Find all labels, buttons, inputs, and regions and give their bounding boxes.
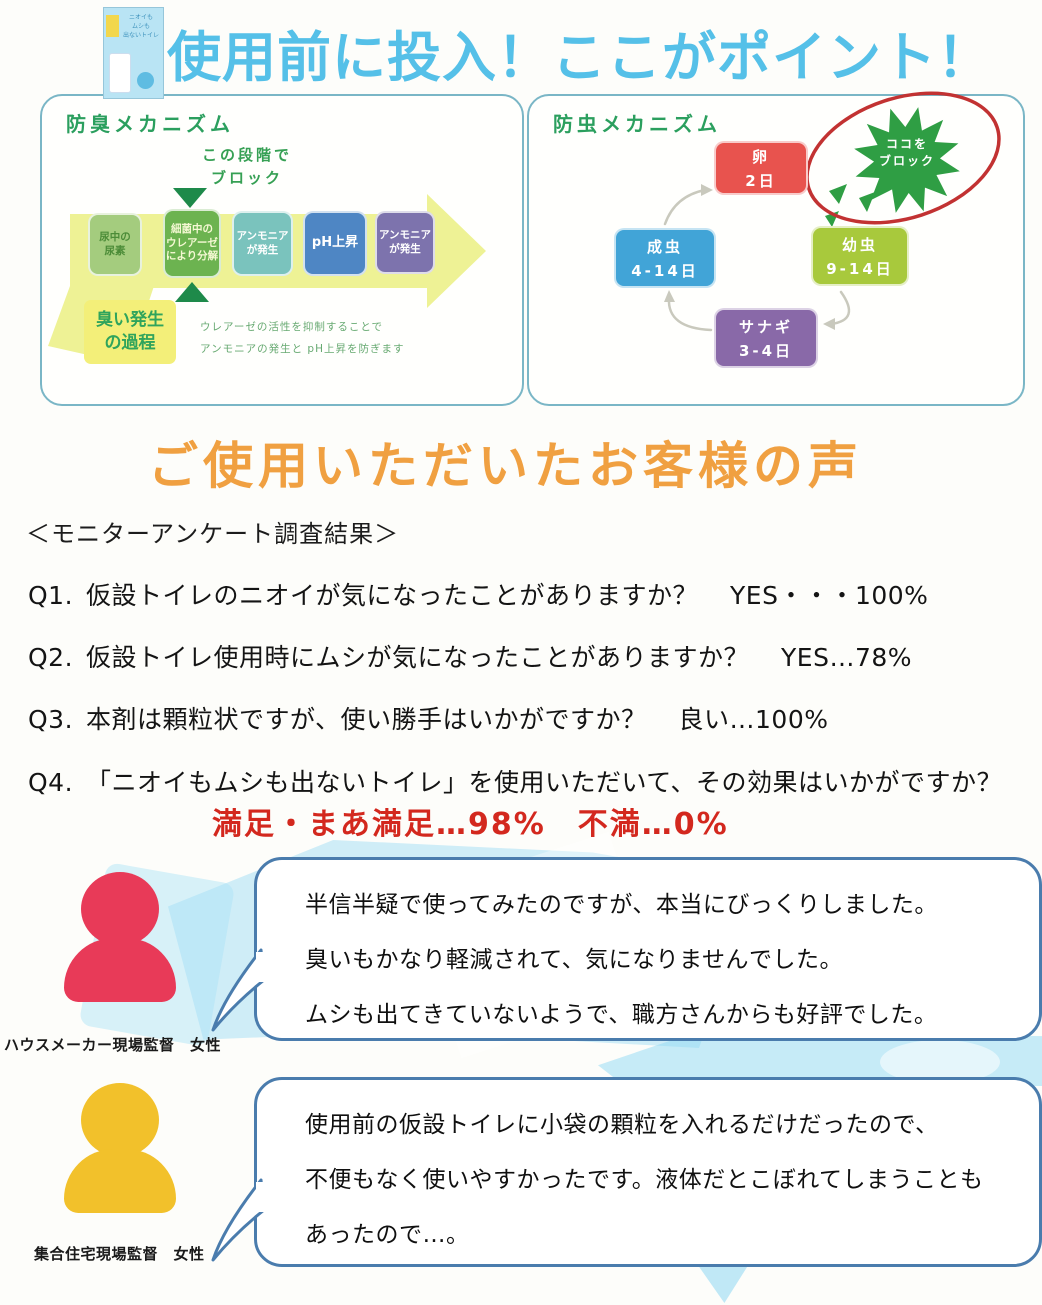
question-number: Q2. — [28, 643, 74, 672]
survey-title: ＜モニターアンケート調査結果＞ — [26, 520, 400, 548]
stage-larva-name: 幼虫 — [841, 235, 878, 254]
stage-egg-name: 卵 — [751, 147, 770, 166]
insect-cycle-graphic — [663, 91, 1001, 332]
stage-larva-duration: 9-14日 — [826, 259, 894, 278]
speech-bubble-1: 半信半疑で使ってみたのですが、本当にびっくりしました。 臭いもかなり軽減されて、… — [211, 857, 1042, 1041]
odor-mechanism-note: ウレアーゼの活性を抑制することで アンモニアの発生と pH上昇を防ぎます — [200, 316, 404, 360]
question-answer: YES・・・100% — [730, 581, 929, 610]
question-number: Q4. — [28, 768, 74, 797]
speech-bubble-tail-icon — [211, 948, 268, 1032]
person-body-icon — [64, 938, 176, 1002]
stage-pupa-duration: 3-4日 — [738, 341, 794, 360]
stage-adult-name: 成虫 — [646, 237, 683, 256]
cycle-arrow-adult-to-egg — [663, 188, 707, 226]
odor-step-ammonia2: アンモニア が発生 — [375, 211, 435, 274]
speech-bubble-tail-icon — [211, 1178, 268, 1262]
odor-step-urease: 細菌中の ウレアーゼ により分解 — [163, 209, 221, 278]
block-marker-up-triangle-icon — [175, 282, 209, 302]
stage-egg-duration: 2日 — [745, 171, 777, 190]
testimonial-line: 半信半疑で使ってみたのですが、本当にびっくりしました。 — [305, 892, 938, 918]
stage-pupa-name: サナギ — [738, 317, 793, 336]
testimonial-role-1: ハウスメーカー現場監督 女性 — [4, 1036, 222, 1054]
survey-question-2: Q2. 仮設トイレ使用時にムシが気になったことがありますか？ YES…78% — [28, 638, 912, 674]
package-label: ニオイも ムシも 出ないトイレ — [122, 14, 159, 39]
block-marker-down-triangle-icon — [173, 188, 207, 208]
testimonial-line: ムシも出てきていないようで、職方さんからも好評でした。 — [305, 1002, 938, 1028]
odor-panel-title: 防臭メカニズム — [66, 112, 234, 136]
block-highlight-circle-icon — [805, 91, 1001, 225]
testimonial-line: 臭いもかなり軽減されて、気になりませんでした。 — [305, 947, 843, 973]
person-head-icon — [81, 1083, 159, 1157]
package-circle-graphic — [137, 72, 154, 89]
odor-mechanism-panel: 防臭メカニズム この段階で ブロック 尿中の 尿素 細菌中の ウレアーゼ により… — [40, 94, 524, 406]
q4-satisfaction-result: 満足・まあ満足…98% 不満…0% — [212, 807, 729, 842]
block-badge-label: ココを ブロック — [878, 137, 935, 169]
package-badge — [106, 15, 119, 37]
testimonial-line: あったので…。 — [305, 1222, 470, 1248]
question-answer: 良い…100% — [678, 705, 829, 734]
testimonial-line: 不便もなく使いやすかったです。液体だとこぼれてしまうことも — [305, 1167, 984, 1193]
odor-process-tag: 臭い発生 の過程 — [84, 300, 176, 364]
stage-egg: 卵 2日 — [714, 141, 808, 195]
testimonial-line: 使用前の仮設トイレに小袋の顆粒を入れるだけだったので、 — [305, 1112, 939, 1138]
toilet-illustration — [109, 53, 131, 93]
voice-section-heading: ご使用いただいたお客様の声 — [148, 437, 863, 495]
page-title: 使用前に投入！ここがポイント！ — [167, 25, 992, 89]
survey-question-4: Q4. 「ニオイもムシも出ないトイレ」を使用いただいて、その効果はいかがですか？ — [28, 763, 1002, 799]
question-answer: YES…78% — [781, 643, 913, 672]
question-text: 本剤は顆粒状ですが、使い勝手はいかがですか？ — [86, 705, 647, 734]
block-stage-note: この段階で ブロック — [201, 146, 292, 187]
question-number: Q3. — [28, 705, 74, 734]
product-package-image: ニオイも ムシも 出ないトイレ — [103, 7, 164, 99]
person-body-icon — [64, 1149, 176, 1213]
odor-step-urea: 尿中の 尿素 — [88, 213, 142, 276]
stage-larva: 幼虫 9-14日 — [811, 226, 909, 286]
person-icon-apartment — [64, 1083, 176, 1213]
odor-note-line1: ウレアーゼの活性を抑制することで — [200, 321, 384, 333]
insect-panel-title: 防虫メカニズム — [553, 112, 721, 136]
question-text: 「ニオイもムシも出ないトイレ」を使用いただいて、その効果はいかがですか？ — [86, 768, 1003, 797]
person-head-icon — [81, 872, 159, 946]
odor-step-ph: pH上昇 — [303, 211, 367, 276]
cycle-arrow-pupa-to-adult — [667, 296, 713, 332]
stage-adult-duration: 4-14日 — [631, 261, 699, 280]
question-number: Q1. — [28, 581, 74, 610]
testimonial-role-2: 集合住宅現場監督 女性 — [34, 1245, 205, 1263]
background-watermark — [696, 1263, 750, 1303]
speech-bubble-2: 使用前の仮設トイレに小袋の顆粒を入れるだけだったので、 不便もなく使いやすかった… — [211, 1077, 1042, 1267]
stage-adult: 成虫 4-14日 — [614, 228, 716, 288]
question-text: 仮設トイレ使用時にムシが気になったことがありますか？ — [86, 643, 750, 672]
person-icon-housemaker — [64, 872, 176, 1002]
survey-question-3: Q3. 本剤は顆粒状ですが、使い勝手はいかがですか？ 良い…100% — [28, 700, 829, 736]
odor-note-line2: アンモニアの発生と pH上昇を防ぎます — [200, 343, 405, 356]
question-text: 仮設トイレのニオイが気になったことがありますか？ — [86, 581, 699, 610]
background-watermark — [880, 1040, 1000, 1084]
cycle-arrow-larva-to-pupa — [829, 290, 851, 326]
insect-mechanism-panel: 防虫メカニズム 卵 2日 幼虫 — [527, 91, 1025, 406]
survey-question-1: Q1. 仮設トイレのニオイが気になったことがありますか？ YES・・・100% — [28, 576, 928, 612]
odor-step-ammonia: アンモニア が発生 — [232, 211, 293, 276]
stage-pupa: サナギ 3-4日 — [714, 308, 818, 368]
block-starburst-icon — [854, 107, 960, 213]
